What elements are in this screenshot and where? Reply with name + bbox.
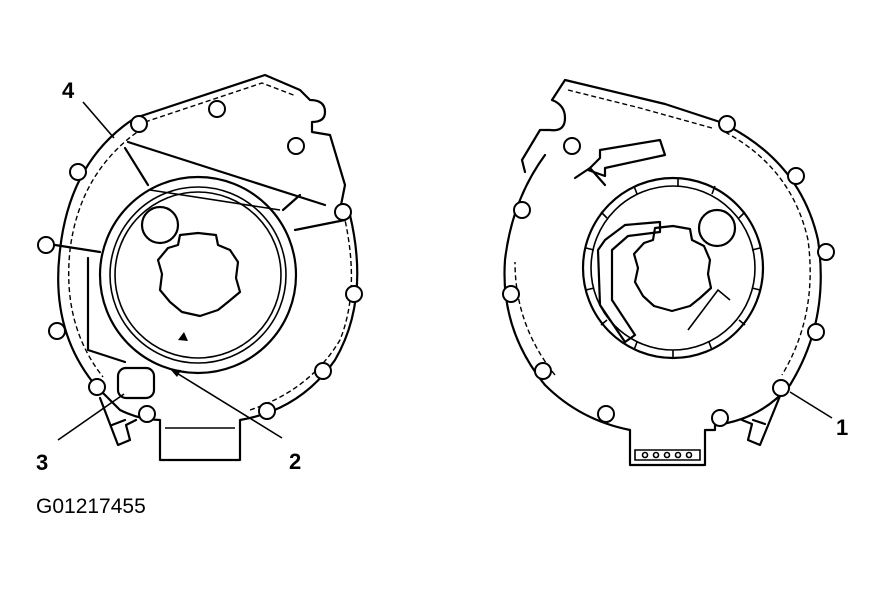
figure-id: G01217455 [36, 495, 146, 518]
callout-3: 3 [36, 450, 49, 475]
right-view-rotor [581, 176, 765, 360]
right-view-housing [503, 78, 822, 467]
left-view-lugs [37, 100, 363, 423]
callout-2: 2 [289, 449, 302, 474]
left-alignment-window [116, 366, 156, 400]
right-leader-line [789, 391, 833, 419]
callout-1: 1 [836, 415, 849, 440]
left-leader-lines [57, 101, 283, 441]
left-view-rotor [98, 175, 298, 375]
right-view-lugs [502, 115, 835, 427]
callout-4: 4 [62, 78, 75, 103]
